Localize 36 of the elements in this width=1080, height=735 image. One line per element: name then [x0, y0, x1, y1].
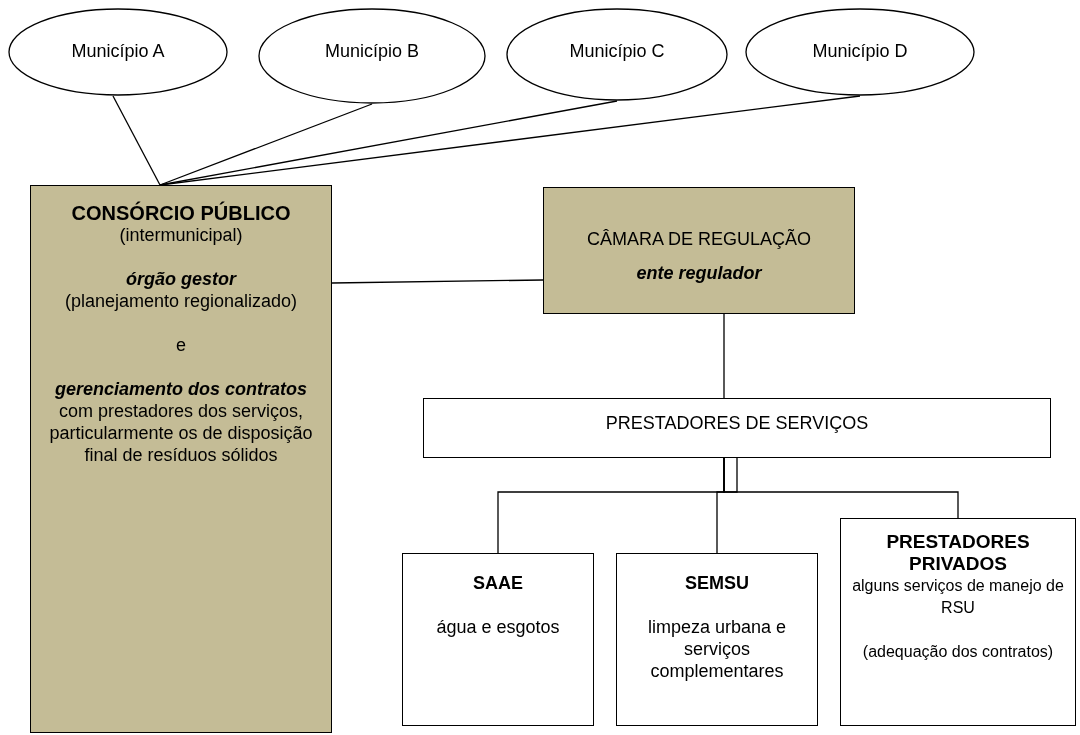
municipality-ellipse [258, 8, 486, 104]
description: alguns serviços de manejo de RSU [851, 576, 1065, 618]
heading: SAAE [473, 572, 523, 594]
connector-line [723, 457, 959, 519]
description: (planejamento regionalizado) [64, 290, 298, 312]
provider-box [402, 553, 594, 726]
heading: PRESTADORES PRIVADOS [885, 531, 1031, 575]
connector-line [112, 95, 161, 186]
heading: CÂMARA DE REGULAÇÃO [586, 228, 812, 250]
municipality-ellipse [8, 8, 228, 96]
node-label: Município C [569, 40, 665, 62]
node-label: PRESTADORES DE SERVIÇOS [605, 412, 869, 434]
heading: CONSÓRCIO PÚBLICO [71, 202, 291, 224]
service-providers-box [423, 398, 1051, 458]
connector-line [159, 95, 861, 186]
connector-line [159, 103, 373, 186]
node-label: Município B [324, 40, 419, 62]
subtitle: (intermunicipal) [119, 224, 243, 246]
heading: SEMSU [685, 572, 749, 594]
node-label: Município D [812, 40, 908, 62]
connector-word: e [176, 334, 186, 356]
role-label: órgão gestor [126, 268, 236, 290]
node-label: Município A [71, 40, 165, 62]
regulator-box [543, 187, 855, 314]
role-label: gerenciamento dos contratos [54, 378, 308, 400]
consortium-box [30, 185, 332, 733]
description: água e esgotos [436, 616, 560, 638]
provider-box [616, 553, 818, 726]
provider-box [840, 518, 1076, 726]
role-label: ente regulador [636, 262, 762, 284]
municipality-ellipse [506, 8, 728, 101]
connector-line [331, 279, 544, 284]
note: (adequação dos contratos) [862, 642, 1054, 662]
description: limpeza urbana e serviços complementares [646, 616, 788, 682]
description: com prestadores dos serviços, particularmente os de disposição final de resíduos sólidos [48, 400, 314, 466]
municipality-ellipse [745, 8, 975, 96]
